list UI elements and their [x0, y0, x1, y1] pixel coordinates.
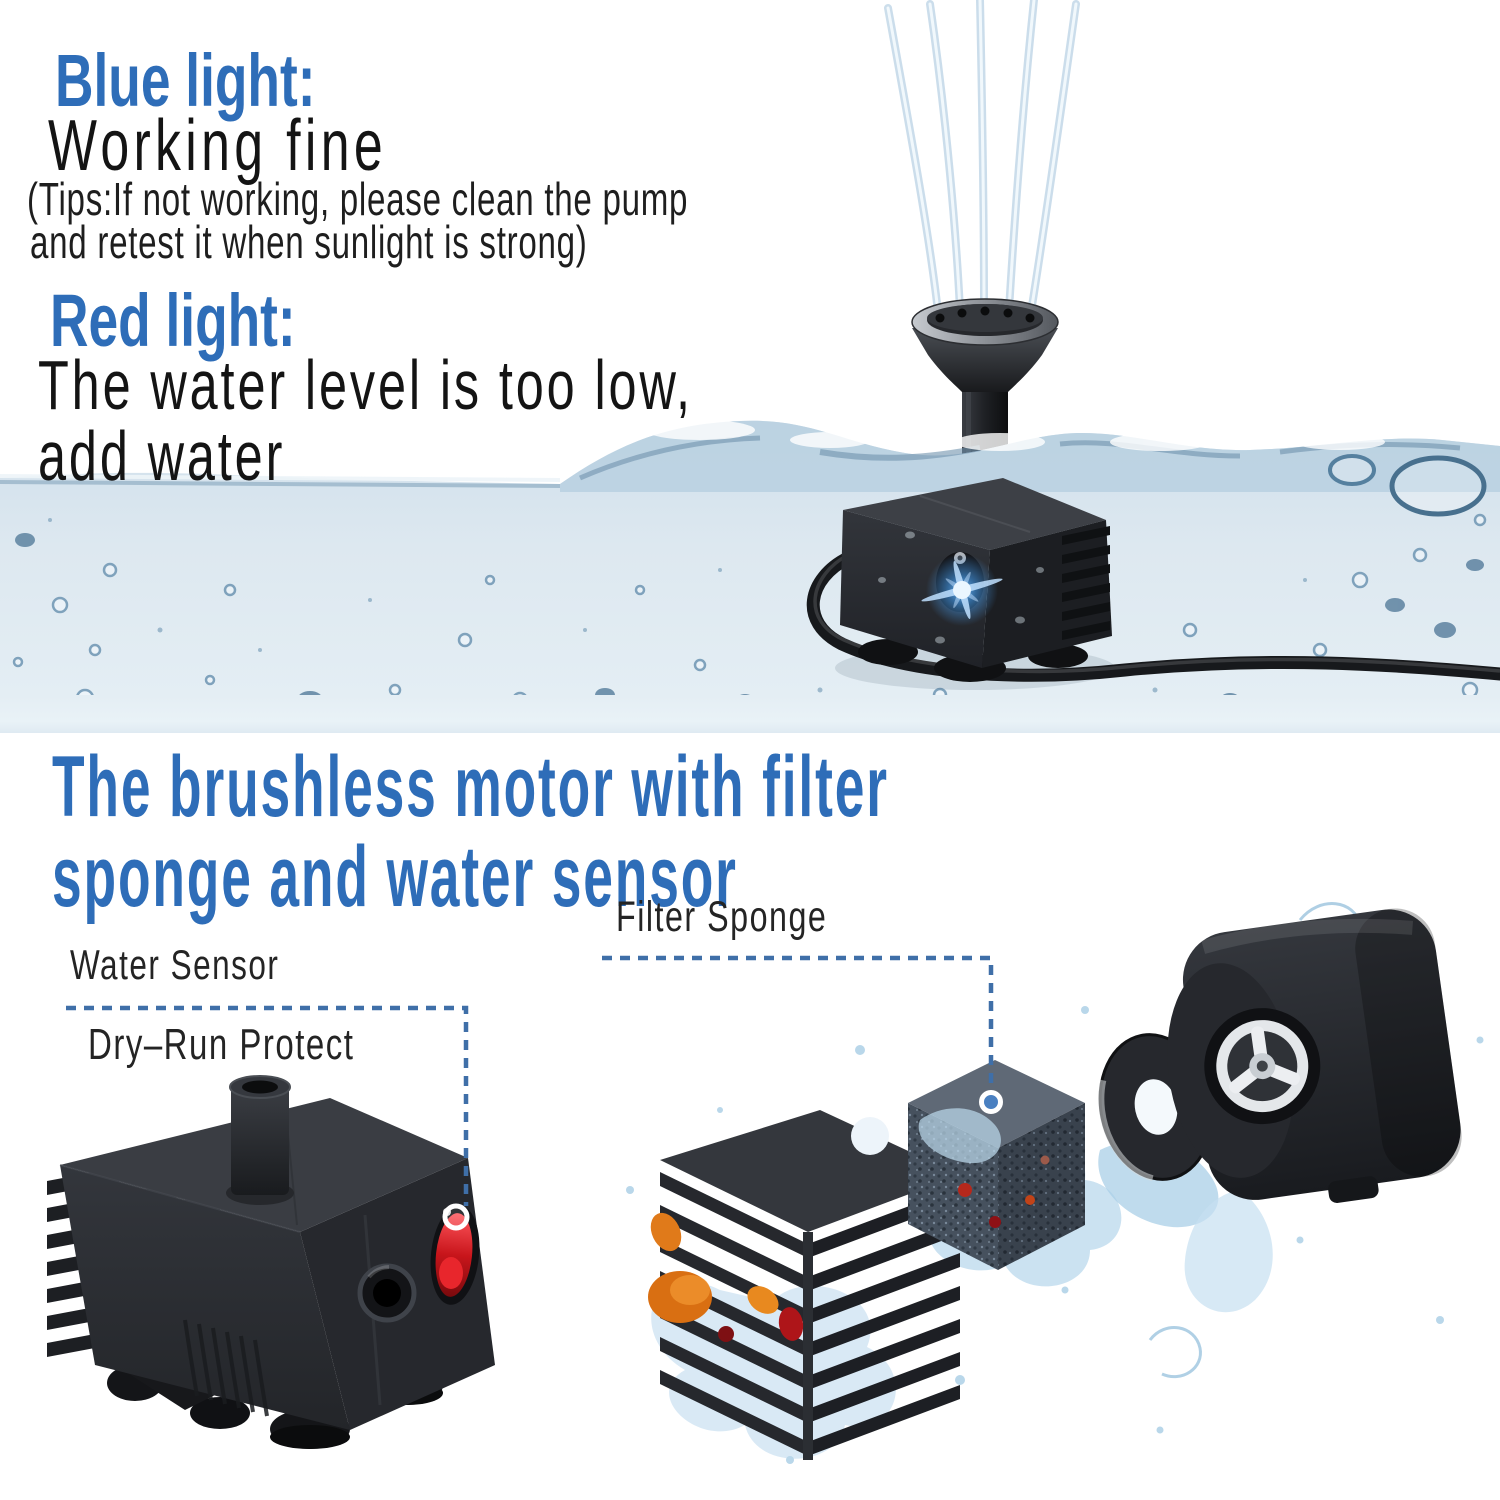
- large-bubble: [1389, 455, 1487, 517]
- red-light-status-line-1: The water level is too low,: [38, 346, 693, 424]
- red-sensor-light: [430, 1203, 480, 1305]
- water-sensor-label: Water Sensor: [70, 941, 280, 988]
- exploded-view-illustration: [626, 902, 1484, 1464]
- motor-heading-line-1: The brushless motor with filter: [52, 739, 889, 835]
- tips-line-1: (Tips:If not working, please clean the p…: [27, 173, 689, 225]
- motor-heading-line-2: sponge and water sensor: [52, 829, 738, 925]
- pump-body: [840, 478, 1112, 668]
- fountain-nozzle: [911, 298, 1059, 402]
- pump-cable: [806, 551, 1500, 682]
- impeller: [1216, 1020, 1309, 1113]
- inlet-port: [357, 1263, 417, 1323]
- tips-line-2: and retest it when sunlight is strong): [30, 216, 588, 268]
- water-jets: [884, 0, 1080, 316]
- dry-run-protect-label: Dry–Run Protect: [88, 1020, 355, 1069]
- water-band: [0, 400, 1500, 740]
- ridge-lines: [183, 1319, 269, 1417]
- blue-light-title: Blue light:: [55, 39, 316, 122]
- heatsink-fins: [1062, 526, 1110, 640]
- red-light-title: Red light:: [50, 279, 296, 362]
- filter-grille: [648, 1110, 960, 1460]
- motor-housing: [1167, 908, 1462, 1203]
- pump-side-illustration: [47, 1075, 495, 1449]
- outlet-nozzle: [226, 1075, 294, 1205]
- water-surface: [0, 420, 1500, 700]
- filter-sponge-label: Filter Sponge: [616, 893, 828, 941]
- pump-in-water-illustration: [806, 478, 1500, 690]
- blue-led-light: [921, 552, 1003, 626]
- blue-light-status: Working fine: [48, 106, 388, 186]
- red-light-status-line-2: add water: [38, 417, 286, 495]
- leaf-debris: [648, 1212, 804, 1342]
